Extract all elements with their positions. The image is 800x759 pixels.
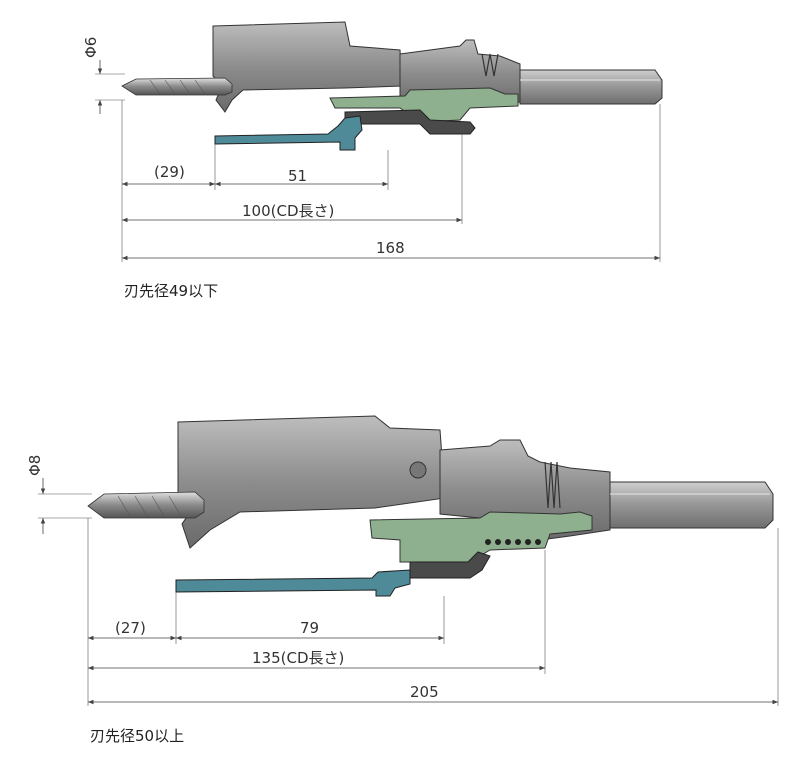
pilot-drill-bottom <box>87 491 205 519</box>
ejector-bottom <box>409 551 491 579</box>
dim-205: 205 <box>410 683 439 701</box>
dim-29: (29) <box>154 163 185 181</box>
pilot-drill-top <box>121 77 233 96</box>
caption-top: 刃先径49以下 <box>124 282 218 300</box>
figure-top: Φ6 (29) 51 100(CD長さ) 168 刃先径49以下 <box>82 21 663 300</box>
phi-label-top: Φ6 <box>82 37 100 58</box>
hex-shank-bottom <box>609 481 774 529</box>
hex-shank-top <box>519 69 663 105</box>
phi-label-bottom: Φ8 <box>26 455 44 476</box>
spring-bottom <box>544 461 561 509</box>
ball-row-bottom <box>485 539 541 545</box>
dim-100-cd: 100(CD長さ) <box>242 202 334 220</box>
dim-51: 51 <box>288 167 307 185</box>
figure-bottom: Φ8 (27) 79 135(CD長さ) 205 刃先径50以上 <box>26 415 779 745</box>
caption-bottom: 刃先径50以上 <box>90 727 184 745</box>
dim-27: (27) <box>115 619 146 637</box>
spring-top <box>481 53 499 77</box>
green-sleeve-top <box>329 87 519 123</box>
blue-plate-bottom <box>175 569 411 597</box>
green-sleeve-bottom <box>369 511 593 563</box>
lock-hole-bottom <box>409 461 427 479</box>
dim-79: 79 <box>300 619 319 637</box>
dim-168: 168 <box>376 239 405 257</box>
blue-plate-top <box>214 115 363 151</box>
dim-135-cd: 135(CD長さ) <box>252 649 344 667</box>
ejector-top <box>344 109 476 135</box>
